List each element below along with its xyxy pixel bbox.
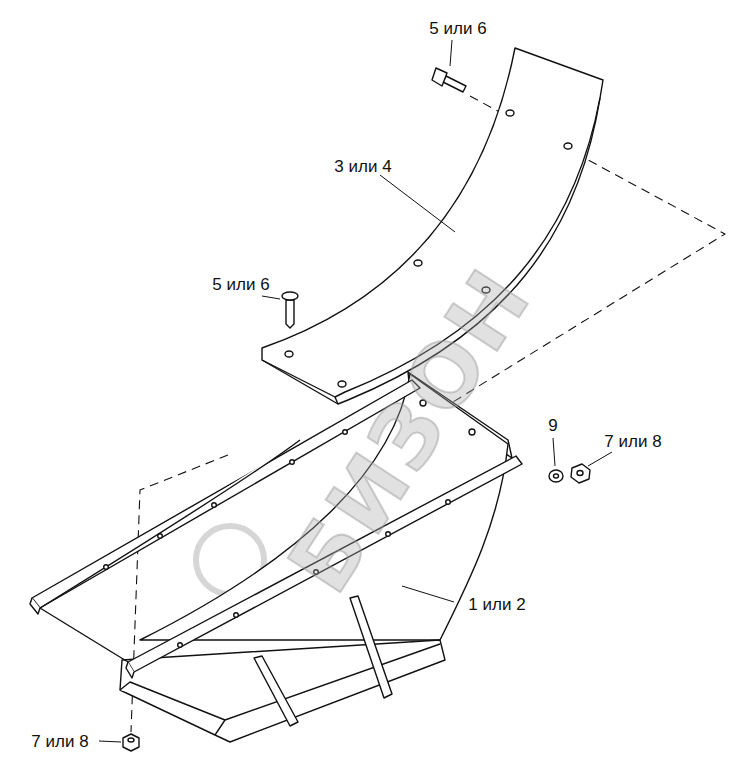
callout-number: 7 или 8	[29, 732, 90, 751]
callout-number: 1 или 2	[466, 595, 527, 614]
callout-number: 3 или 4	[332, 157, 393, 176]
callout-number: 9	[546, 416, 559, 435]
callout-number: 5 или 6	[210, 275, 271, 294]
callout-number: 7 или 8	[602, 432, 663, 451]
callout-number: 5 или 6	[427, 19, 488, 38]
